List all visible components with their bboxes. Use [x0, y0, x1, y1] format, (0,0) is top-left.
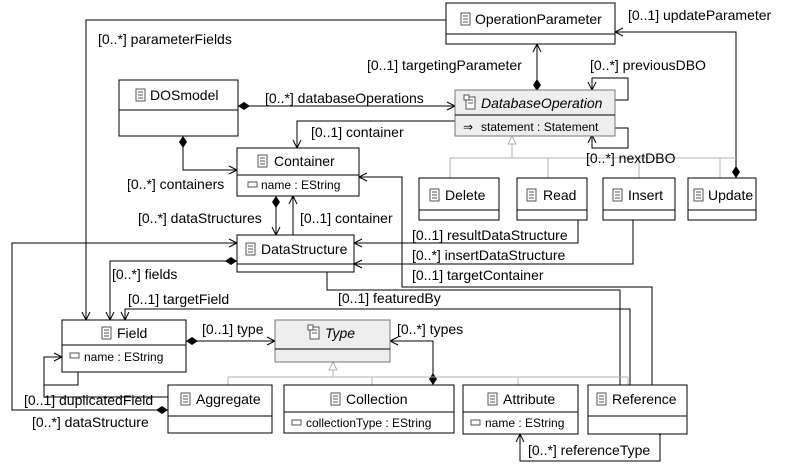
edge-target-field [124, 308, 631, 385]
class-data-structure[interactable]: DataStructure [236, 234, 355, 273]
edge-dbo-container [296, 120, 455, 148]
class-name: DOSmodel [150, 87, 218, 103]
attr-icon [247, 181, 258, 188]
diamond-targeting [533, 79, 541, 91]
label-type: [0..1] type [202, 321, 264, 337]
class-name: DataStructure [261, 241, 348, 257]
class-update[interactable]: Update [687, 177, 757, 221]
class-attribute: collectionType : EString [306, 416, 431, 430]
attr-icon [291, 419, 302, 426]
label-insert-data-structure: [0..*] insertDataStructure [412, 247, 566, 263]
edge-parameter-fields [85, 19, 446, 320]
class-name: OperationParameter [475, 11, 602, 27]
diamond-aggregate [156, 406, 168, 414]
label-data-structures: [0..*] dataStructures [138, 210, 262, 226]
class-name: DatabaseOperation [481, 95, 603, 111]
label-ds-container: [0..1] container [300, 210, 393, 226]
label-containers: [0..*] containers [127, 176, 224, 192]
edge-containers [182, 136, 237, 171]
label-types: [0..*] types [397, 321, 463, 337]
diamond-data-structures [272, 196, 280, 208]
class-name: Insert [628, 187, 663, 203]
class-attribute: name : EString [261, 178, 340, 192]
edge-labels: [0..1] updateParameter [0..*] parameterF… [24, 7, 772, 458]
class-read[interactable]: Read [516, 177, 588, 221]
diamond-update [732, 166, 740, 178]
edge-duplicated-field [43, 356, 168, 398]
diamond-containers [179, 136, 187, 148]
label-dbo-container: [0..1] container [311, 124, 404, 140]
class-attribute: statement : Statement [481, 120, 599, 134]
class-reference[interactable]: Reference [587, 384, 688, 435]
edge-types [390, 340, 434, 385]
class-attribute: name : EString [485, 416, 564, 430]
label-next-dbo: [0..*] nextDBO [586, 150, 676, 166]
class-attribute: name : EString [84, 350, 163, 364]
class-name: Container [274, 153, 335, 169]
edge-update-parameter [615, 31, 737, 178]
diamond-field-type [186, 337, 198, 345]
class-name: Aggregate [196, 391, 261, 407]
class-name: Update [708, 187, 753, 203]
gen-type-triangle [328, 360, 338, 371]
label-parameter-fields: [0..*] parameterFields [98, 31, 232, 47]
class-attribute-box[interactable]: Attribute name : EString [462, 384, 579, 435]
edge-field-self [44, 372, 79, 386]
class-operation-parameter[interactable]: OperationParameter [445, 2, 616, 45]
class-name: Attribute [503, 391, 555, 407]
edge-result-data-structure [354, 220, 579, 244]
edge-target-container [359, 176, 653, 385]
class-field[interactable]: Field name : EString [61, 319, 187, 373]
class-name: Reference [612, 391, 677, 407]
diamond-types [429, 373, 437, 385]
class-type[interactable]: Type [274, 319, 391, 363]
label-update-parameter: [0..1] updateParameter [628, 7, 772, 23]
class-database-operation[interactable]: DatabaseOperation ⇒ statement : Statemen… [454, 89, 616, 137]
class-aggregate[interactable]: Aggregate [167, 384, 273, 434]
label-targeting-parameter: [0..1] targetingParameter [367, 57, 522, 73]
edge-reference-type [519, 434, 661, 462]
label-fields: [0..*] fields [112, 266, 177, 282]
attr-icon [69, 352, 80, 359]
label-reference-type: [0..*] referenceType [528, 442, 650, 458]
class-insert[interactable]: Insert [602, 177, 676, 221]
edge-insert-data-structure [354, 220, 634, 265]
gen-dbo-triangle [507, 134, 517, 145]
edge-fields [109, 260, 237, 320]
class-delete[interactable]: Delete [418, 177, 500, 221]
class-name: Collection [346, 391, 407, 407]
label-duplicated-field: [0..1] duplicatedField [24, 392, 153, 408]
class-collection[interactable]: Collection collectionType : EString [283, 384, 455, 434]
class-dosmodel[interactable]: DOSmodel [118, 79, 239, 137]
class-name: Field [117, 325, 147, 341]
label-target-container: [0..1] targetContainer [412, 267, 544, 283]
edge-previous-dbo [591, 77, 629, 101]
class-name: Delete [445, 187, 486, 203]
class-container[interactable]: Container name : EString [236, 147, 360, 197]
edge-featured-by [326, 264, 621, 385]
label-target-field: [0..1] targetField [128, 291, 229, 307]
label-database-operations: [0..*] databaseOperations [265, 90, 424, 106]
diamond-fields [225, 257, 237, 265]
edge-data-structure [11, 242, 237, 411]
label-data-structure: [0..*] dataStructure [32, 414, 149, 430]
label-previous-dbo: [0..*] previousDBO [590, 57, 706, 73]
attr-icon: ⇒ [463, 120, 473, 134]
class-name: Type [325, 325, 355, 341]
class-name: Read [543, 187, 576, 203]
attr-icon [470, 419, 481, 426]
edge-next-dbo [591, 127, 629, 149]
label-result-data-structure: [0..1] resultDataStructure [412, 227, 568, 243]
diamond-dosmodel [238, 102, 250, 110]
label-featured-by: [0..1] featuredBy [338, 290, 441, 306]
